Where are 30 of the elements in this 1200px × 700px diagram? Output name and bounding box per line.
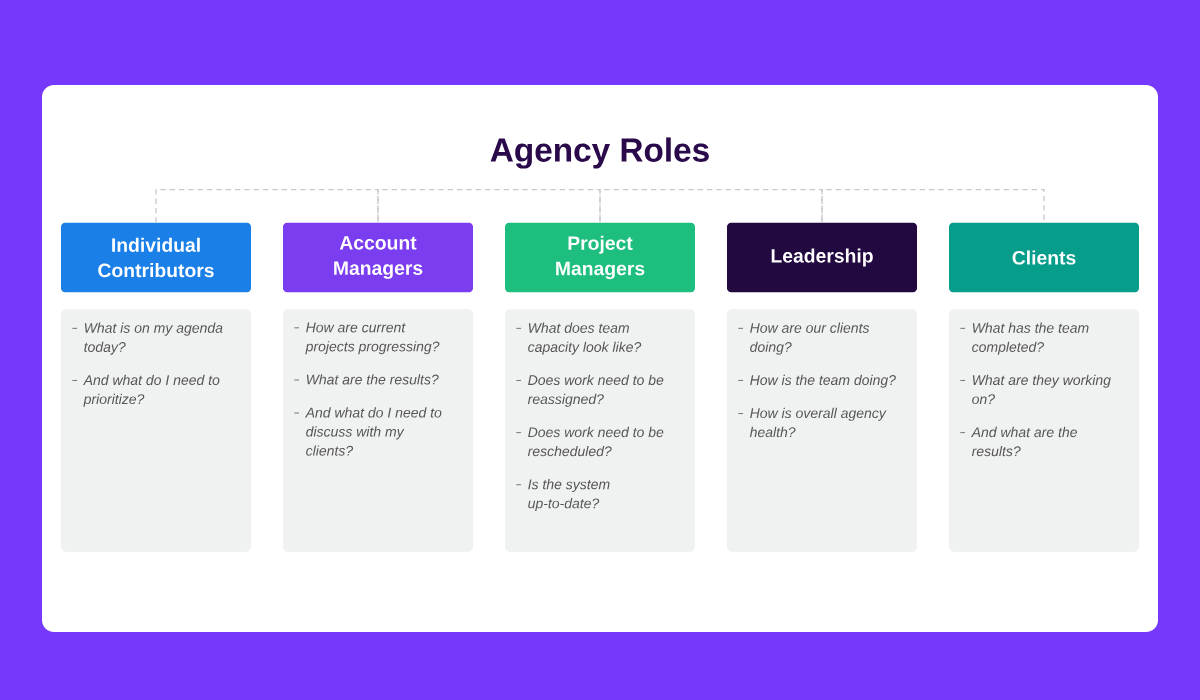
question-text: What has the team completed? <box>972 322 1089 355</box>
question-text: How are our clients doing? <box>750 322 870 355</box>
question-text: Does work need to be reassigned? <box>527 374 664 407</box>
question-card <box>283 309 473 552</box>
question-text: How is overall agency health? <box>749 407 887 438</box>
question-card <box>949 309 1139 552</box>
role-header: Leadership <box>727 222 917 293</box>
question-card <box>61 309 251 552</box>
dashed-connector <box>599 188 823 224</box>
role-header: Account Managers <box>283 222 473 293</box>
question-text: Does work need to be rescheduled? <box>527 426 664 457</box>
question-text: And what do I need to discuss with my clients? <box>305 407 442 456</box>
role-header: Clients <box>949 222 1139 293</box>
question-text: What is on my agenda today? <box>84 322 223 355</box>
question-text: What are the results? <box>306 374 439 385</box>
question-text: How is the team doing? <box>750 374 896 388</box>
question-text: What does team capacity look like? <box>528 322 642 355</box>
title: Agency Roles <box>490 137 709 169</box>
role-header: Project Managers <box>505 222 695 293</box>
dashed-connector <box>377 188 601 224</box>
role-header: Individual Contributors <box>61 222 251 293</box>
question-text: Is the system up-to-date? <box>528 479 610 512</box>
question-text: How are current projects progressing? <box>305 322 440 355</box>
question-text: What are they working on? <box>972 374 1111 405</box>
question-card <box>727 309 917 552</box>
dashed-connector <box>821 188 1045 224</box>
dashed-connector <box>155 188 379 224</box>
question-text: And what are the results? <box>971 426 1077 457</box>
question-text: And what do I need to prioritize? <box>83 374 220 407</box>
question-card <box>505 309 695 552</box>
